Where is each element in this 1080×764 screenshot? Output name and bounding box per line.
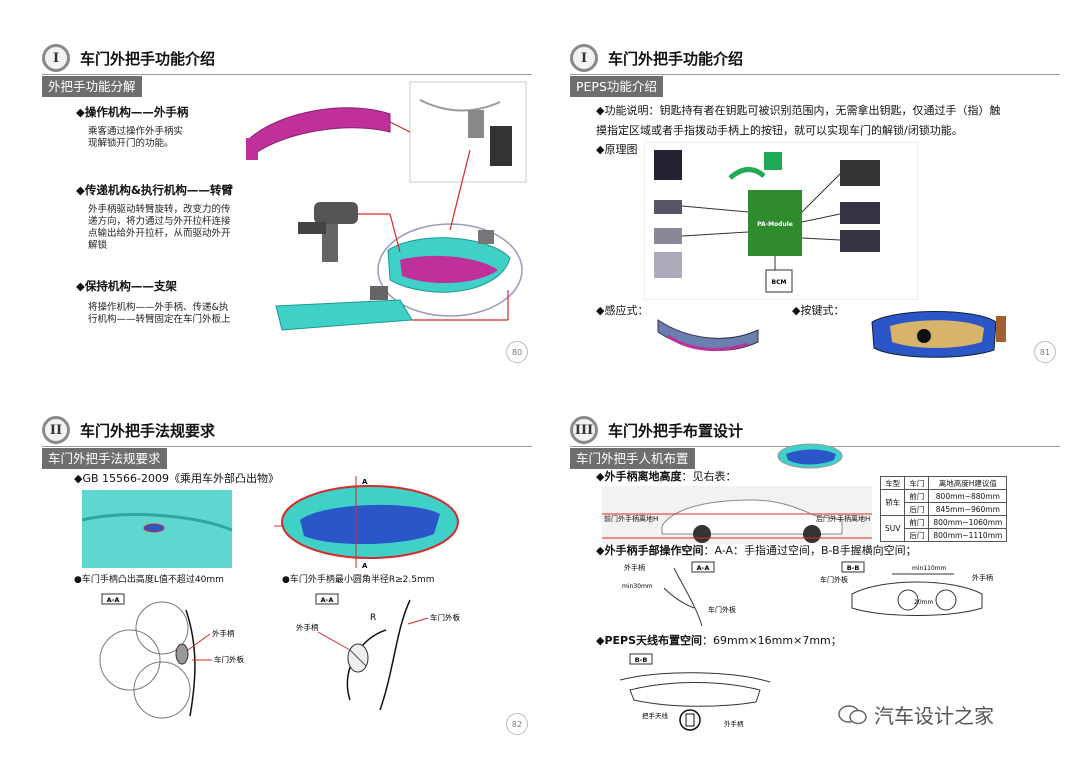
section-subtitle: 外把手功能分解 <box>42 76 142 97</box>
item-desc: 外手柄驱动转臂旋转，改变力的传递方向，将力通过与外开拉杆连接 点输出给外开拉杆，… <box>88 204 231 251</box>
section-mark-a: A <box>362 562 368 570</box>
slide-layout-design: III 车门外把手布置设计 车门外把手人机布置 ◆外手柄离地高度：见右表： 前门… <box>548 392 1068 747</box>
radius-section-drawing: A-A R 外手柄 车门外板 <box>296 593 460 711</box>
label-outer-handle: 外手柄 <box>212 628 235 638</box>
label-outer-handle: 外手柄 <box>624 563 645 572</box>
requirement-protrusion: ●车门手柄凸出高度L值不超过40mm <box>74 575 224 585</box>
door-handle-photo <box>82 490 232 568</box>
handle-top-thumbnail <box>777 443 843 469</box>
table-header-row: 车型车门离地高度H建议值 <box>879 476 1008 490</box>
section-label-bb: B-B <box>635 656 648 664</box>
slide-header: III 车门外把手布置设计 <box>570 414 743 446</box>
hand-grip-space-drawing: B-B min110mm 20mm 车门外板 外手柄 <box>820 561 993 616</box>
function-desc-line: 摸指定区域或者手指拨动手柄上的按钮，就可以实现车门的解锁/闭锁功能。 <box>596 124 963 137</box>
slide-header: II 车门外把手法规要求 <box>42 414 215 446</box>
item-desc: 乘客通过操作外手柄实现解锁开门的功能。 <box>88 126 184 149</box>
slide-80: I 车门外把手功能介绍 外把手功能分解 ◆操作机构——外手柄 乘客通过操作外手柄… <box>20 20 540 375</box>
min30-dimension: min30mm <box>622 583 653 590</box>
label-door-panel: 车门外板 <box>214 654 244 664</box>
button-type-label: ◆按键式： <box>792 304 845 317</box>
item-heading: ◆保持机构——支架 <box>76 279 177 293</box>
mm20-dimension: 20mm <box>914 599 933 606</box>
slide-title: 车门外把手功能介绍 <box>80 49 216 68</box>
principle-label: ◆原理图 <box>596 143 638 156</box>
label-door-panel: 车门外板 <box>820 575 848 584</box>
item-heading: ◆操作机构——外手柄 <box>76 105 189 119</box>
antenna-space-drawing: B-B 把手天线 外手柄 <box>619 653 771 731</box>
car-side-photo <box>602 486 872 544</box>
section-numeral-badge: I <box>42 44 70 72</box>
sensing-type-label: ◆感应式： <box>596 304 649 317</box>
watermark: 汽车设计之家 <box>838 700 994 729</box>
header-rule <box>42 446 532 447</box>
item-heading: ◆传递机构&执行机构——转臂 <box>76 183 233 197</box>
radius-mark: R <box>370 613 376 623</box>
header-rule <box>42 74 532 75</box>
handle-section-render: A A <box>274 476 459 570</box>
wechat-icon <box>838 704 868 726</box>
front-door-height-label: 前门外手柄离地H <box>604 515 659 523</box>
slide-title: 车门外把手布置设计 <box>608 421 744 440</box>
section-subtitle: PEPS功能介绍 <box>570 76 663 97</box>
section-numeral-badge: I <box>570 44 598 72</box>
watermark-text: 汽车设计之家 <box>874 704 994 728</box>
page-number: 82 <box>506 713 528 735</box>
item-desc: 将操作机构——外手柄、传递&执行机构——转臂固定在车门外板上 <box>88 302 231 325</box>
page-number: 80 <box>506 341 528 363</box>
label-outer-handle: 外手柄 <box>972 573 993 582</box>
function-desc-line: ◆功能说明：钥匙持有者在钥匙可被识别范围内，无需拿出钥匙，仅通过手（指）触 <box>596 104 1001 117</box>
requirement-radius: ●车门外手柄最小圆角半径R≥2.5mm <box>282 575 435 585</box>
slide-title: 车门外把手功能介绍 <box>608 49 744 68</box>
label-door-panel: 车门外板 <box>430 612 460 622</box>
height-heading: ◆外手柄离地高度：见右表： <box>596 470 737 483</box>
section-mark-a: A <box>362 478 368 486</box>
section-numeral-badge: II <box>42 416 70 444</box>
slide-header: I 车门外把手功能介绍 <box>570 42 743 74</box>
bcm-label: BCM <box>772 279 787 286</box>
page-number: 81 <box>1034 341 1056 363</box>
section-label-aa: A-A <box>107 596 120 604</box>
peps-antenna-heading: ◆PEPS天线布置空间：69mm×16mm×7mm； <box>596 634 842 647</box>
min110-dimension: min110mm <box>912 565 947 572</box>
label-handle-antenna: 把手天线 <box>642 711 669 720</box>
section-label-bb: B-B <box>847 564 860 572</box>
section-label-aa: A-A <box>697 564 710 572</box>
space-heading: ◆外手柄手部操作空间：A-A：手指通过空间，B-B手握横向空间； <box>596 544 917 557</box>
pa-module-label: PA-Module <box>757 221 793 228</box>
section-label-aa: A-A <box>321 596 334 604</box>
section-subtitle: 车门外把手人机布置 <box>570 448 695 469</box>
handle-exploded-illustration <box>246 81 527 331</box>
label-outer-handle: 外手柄 <box>296 622 319 632</box>
header-rule <box>570 74 1060 75</box>
slide-81: I 车门外把手功能介绍 PEPS功能介绍 ◆功能说明：钥匙持有者在钥匙可被识别范… <box>548 20 1068 375</box>
slide-82: II 车门外把手法规要求 车门外把手法规要求 ◆GB 15566-2009《乘用… <box>20 392 540 747</box>
finger-space-drawing: A-A 外手柄 min30mm 车门外板 <box>622 561 736 627</box>
standard-reference: ◆GB 15566-2009《乘用车外部凸出物》 <box>74 472 279 485</box>
rear-door-height-label: 后门外手柄离地H <box>816 515 871 523</box>
slide-title: 车门外把手法规要求 <box>80 421 216 440</box>
button-handle-illustration <box>871 311 1006 358</box>
label-door-panel: 车门外板 <box>708 605 736 614</box>
protrusion-section-drawing: A-A 外手柄 车门外板 <box>99 593 244 719</box>
sensing-handle-illustration <box>657 319 759 352</box>
label-outer-handle: 外手柄 <box>724 719 744 728</box>
peps-principle-diagram: PA-Module BCM <box>644 142 918 300</box>
slide-header: I 车门外把手功能介绍 <box>42 42 215 74</box>
section-subtitle: 车门外把手法规要求 <box>42 448 167 469</box>
section-numeral-badge: III <box>570 416 598 444</box>
